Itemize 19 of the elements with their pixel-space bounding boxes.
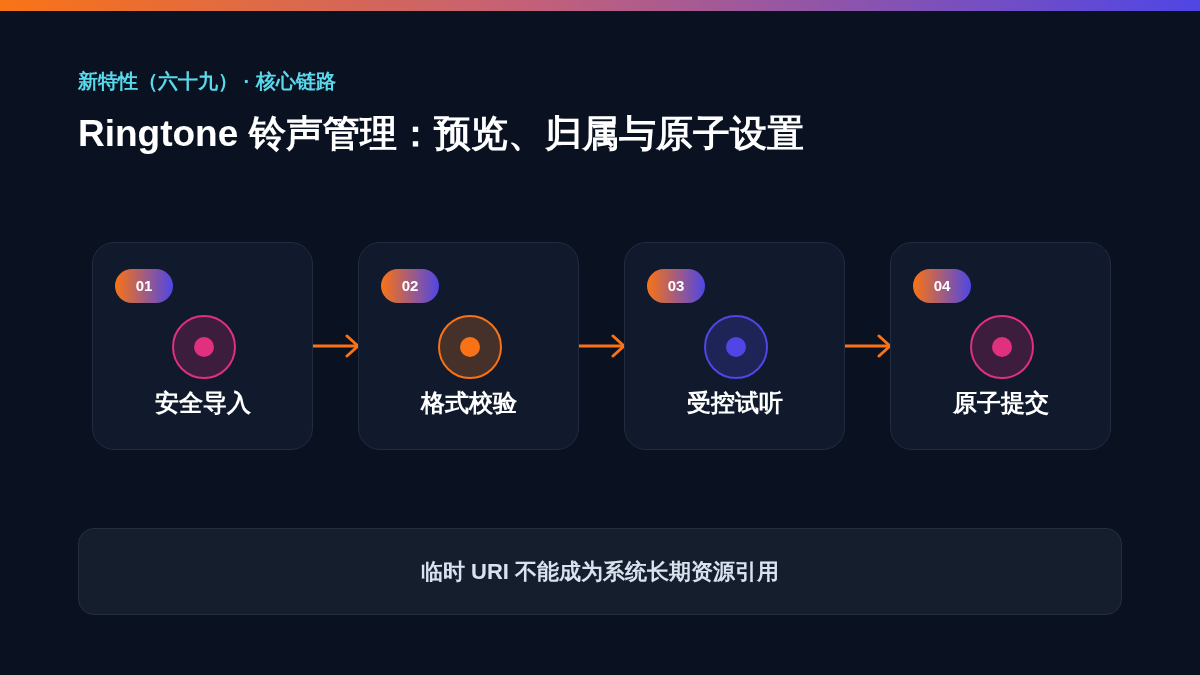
step-label: 原子提交 [952, 388, 1049, 418]
step-card [358, 242, 579, 450]
step-card [624, 242, 845, 450]
title: Ringtone 铃声管理：预览、归属与原子设置 [78, 112, 804, 156]
arrow [311, 334, 360, 358]
arrow [843, 334, 892, 358]
step-label: 受控试听 [686, 388, 783, 418]
step-label: 安全导入 [154, 388, 251, 418]
step-card [890, 242, 1111, 450]
step-number-badge: 04 [913, 269, 971, 303]
kicker-text: 新特性（六十九） · 核心链路 [78, 69, 336, 94]
note-text: 临时 URI 不能成为系统长期资源引用 [420, 557, 780, 586]
step-card [92, 242, 313, 450]
step-number-badge: 01 [115, 269, 173, 303]
step-number-badge: 03 [647, 269, 705, 303]
step-label: 格式校验 [420, 388, 517, 418]
step-number-badge: 02 [381, 269, 439, 303]
note-panel [78, 528, 1122, 615]
arrow [577, 334, 626, 358]
